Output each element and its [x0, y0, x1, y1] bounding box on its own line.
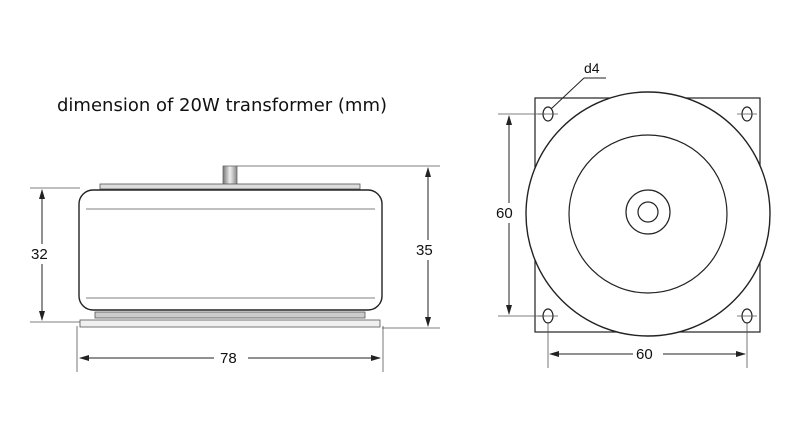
diagram-title: dimension of 20W transformer (mm): [57, 95, 387, 116]
total-height-label: 35: [416, 242, 433, 259]
side-width-label: 78: [220, 350, 237, 367]
body-height-label: 32: [31, 246, 48, 263]
center-hole: [637, 201, 659, 223]
transformer-body: [78, 189, 383, 311]
top-view: d4 60 60: [494, 60, 771, 368]
top-height-label: 60: [496, 205, 513, 222]
base-plate: [79, 319, 381, 328]
bottom-plate: [94, 311, 366, 319]
middle-winding-circle: [568, 134, 728, 294]
top-width-label: 60: [636, 346, 653, 363]
hole-leader-line: [550, 77, 585, 110]
outer-winding-circle: [525, 91, 771, 337]
hole-diameter-label: d4: [584, 60, 600, 76]
center-hub: [625, 189, 671, 235]
side-view: 32 35 78: [28, 165, 442, 372]
top-plate: [99, 183, 361, 190]
